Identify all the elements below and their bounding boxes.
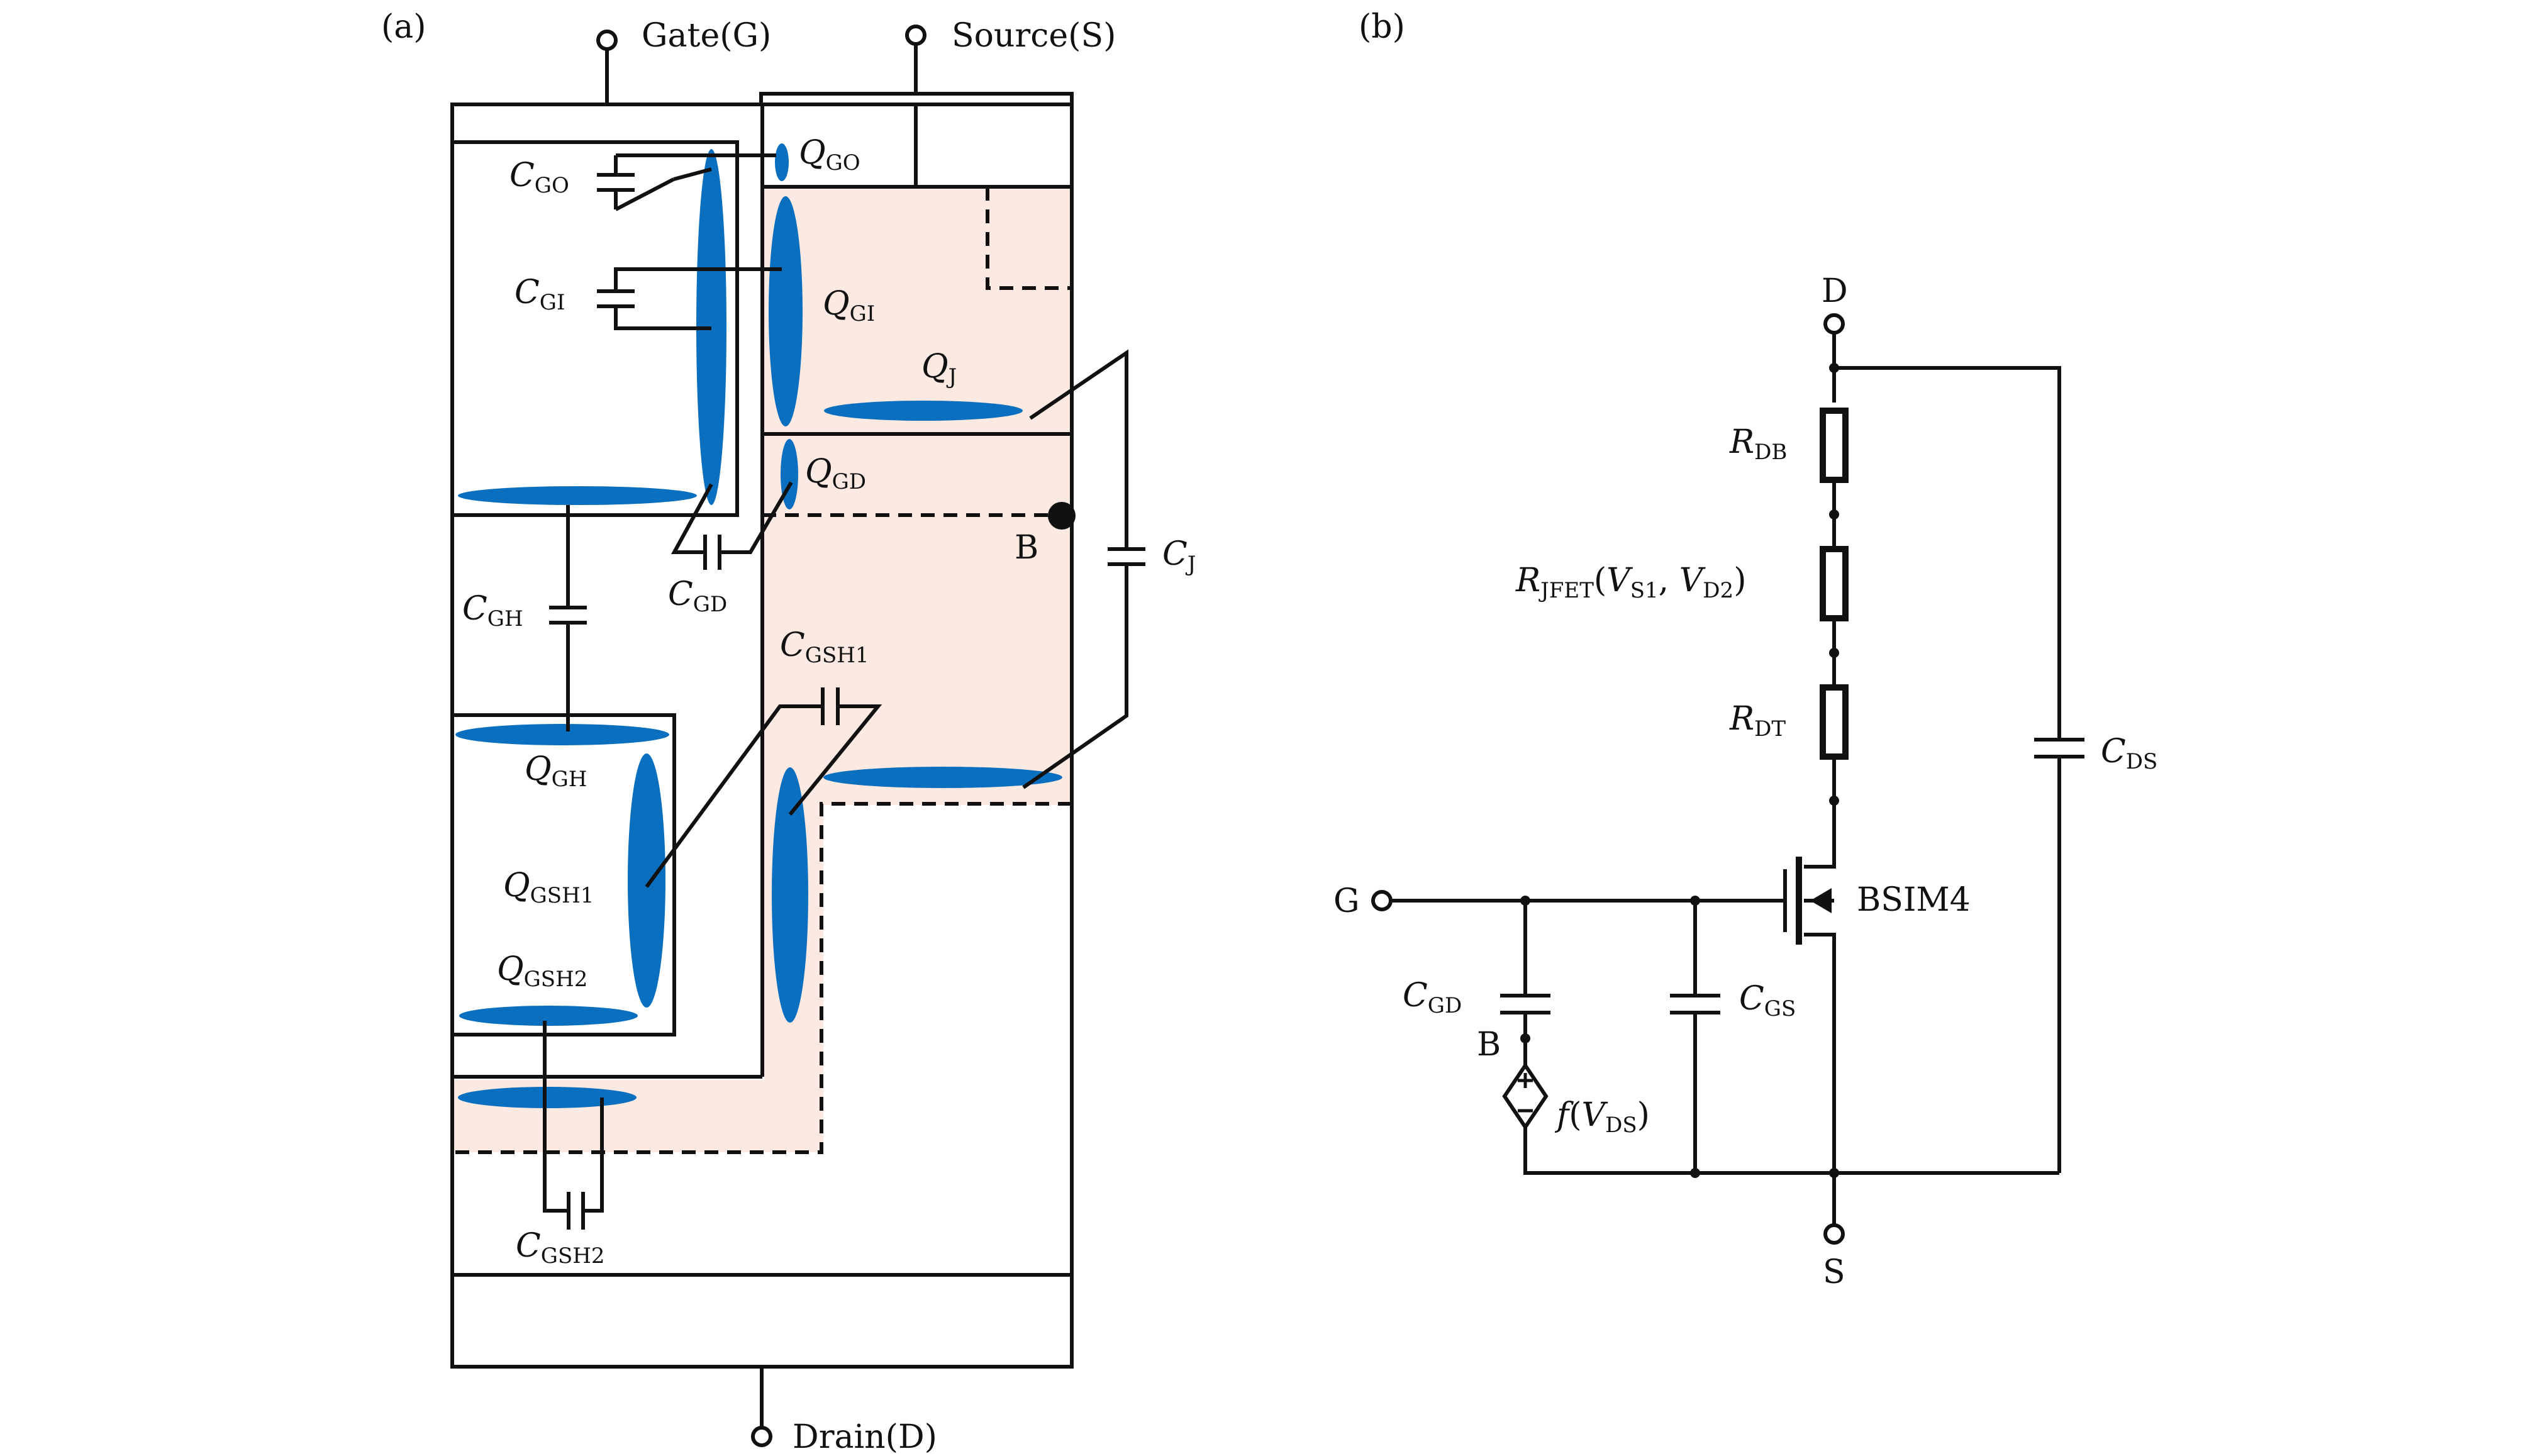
- c-gsh1-wire-left: [645, 704, 823, 888]
- jfet-region: [452, 187, 1071, 1152]
- c-gsh1-label: CGSH1: [780, 626, 869, 668]
- source-terminal: [905, 25, 926, 46]
- q-j-lower-charge: [823, 767, 1062, 788]
- q-gd-label: QGD: [805, 453, 866, 494]
- c-gd-wire-left: [670, 483, 713, 554]
- c-gsh1-wire-right: [788, 704, 882, 816]
- drain-terminal: [751, 1426, 772, 1447]
- q-gsh2-charge: [459, 1006, 638, 1026]
- d-terminal: [1823, 313, 1845, 335]
- panel-a-tag: (a): [381, 8, 426, 46]
- c-go-wire-right: [615, 177, 675, 211]
- q-gh-label: QGH: [525, 750, 587, 792]
- mosfet-body-arrow-icon: [1810, 888, 1832, 913]
- dependent-source-label: f(VDS): [1554, 1096, 1650, 1138]
- node-b-label-b: B: [1477, 1026, 1501, 1064]
- s-terminal: [1823, 1223, 1845, 1245]
- d-terminal-label: D: [1822, 272, 1848, 310]
- r-dt-resistor: [1820, 684, 1849, 760]
- node-dot: [1829, 509, 1839, 520]
- q-gsh1-charge: [628, 753, 665, 1008]
- lower-shield-box: [450, 713, 676, 1036]
- c-j-label: CJ: [1162, 535, 1196, 577]
- c-gi-label: CGI: [515, 274, 565, 315]
- c-gd-b-label: CGD: [1403, 977, 1462, 1018]
- r-db-label: RDB: [1729, 423, 1787, 465]
- node-dot: [1829, 796, 1839, 806]
- q-gsh1-label: QGSH1: [503, 867, 594, 908]
- c-j-wire-bottom: [1022, 564, 1128, 789]
- panel-a: (a) Gate(G) Source(S) Drain(D) B QGO QGI…: [381, 8, 1196, 1456]
- c-gd-wire-right: [720, 481, 793, 554]
- gate-bottom-charge: [458, 486, 697, 505]
- node-b-dot: [1048, 502, 1076, 530]
- q-gi-label: QGI: [823, 285, 875, 326]
- c-gsh2-wire-right: [583, 1098, 604, 1213]
- gate-terminal-label: Gate(G): [642, 17, 771, 55]
- bottom-drift-charge: [458, 1087, 637, 1108]
- gate-terminal: [596, 30, 618, 51]
- trench-shield-charge: [772, 767, 808, 1023]
- top-dashed-boundary: [986, 187, 1072, 290]
- c-gi-wire-lower: [614, 307, 711, 330]
- g-terminal-label: G: [1333, 882, 1360, 920]
- q-go-label: QGO: [799, 134, 860, 175]
- c-j-wire-top: [1029, 349, 1128, 548]
- node-b-label: B: [1015, 529, 1038, 567]
- source-bottom-wire: [1523, 1127, 1834, 1175]
- cds-top-wire: [1834, 366, 2061, 740]
- mosfet-drain-lead: [1804, 824, 1836, 869]
- r-jfet-resistor: [1820, 546, 1849, 621]
- c-ds-label: CDS: [2101, 733, 2157, 774]
- q-gsh2-label: QGSH2: [497, 950, 587, 992]
- c-go-label: CGO: [509, 157, 569, 198]
- s-terminal-label: S: [1823, 1253, 1845, 1291]
- c-gsh2-wire-left: [543, 1021, 569, 1213]
- q-gh-charge: [455, 724, 669, 745]
- drain-terminal-label: Drain(D): [793, 1418, 937, 1456]
- c-gi-wire: [614, 267, 782, 291]
- r-jfet-label: RJFET(VS1, VD2): [1515, 562, 1747, 603]
- c-gsh2-label: CGSH2: [516, 1227, 605, 1269]
- r-dt-label: RDT: [1729, 700, 1786, 742]
- mosfet-source-lead: [1804, 933, 1836, 1173]
- bottom-dashed-boundary: [450, 802, 1072, 1154]
- q-go-charge: [775, 143, 789, 181]
- r-db-resistor: [1820, 408, 1849, 483]
- panel-b: (b) D S G B BSIM4 RDB RJFET(VS1, VD2) RD…: [1333, 8, 2157, 1291]
- g-terminal: [1371, 890, 1393, 911]
- c-gd-label: CGD: [668, 575, 727, 617]
- source-terminal-label: Source(S): [952, 17, 1116, 55]
- bsim4-label: BSIM4: [1857, 881, 1971, 919]
- node-dot: [1829, 648, 1839, 658]
- q-gi-charge: [769, 196, 803, 426]
- q-j-label: QJ: [921, 348, 957, 389]
- c-gs-label: CGS: [1739, 980, 1796, 1021]
- q-j-charge: [824, 401, 1023, 421]
- panel-b-tag: (b): [1359, 8, 1405, 46]
- node-dot: [1829, 363, 1839, 373]
- c-gh-label: CGH: [462, 590, 523, 631]
